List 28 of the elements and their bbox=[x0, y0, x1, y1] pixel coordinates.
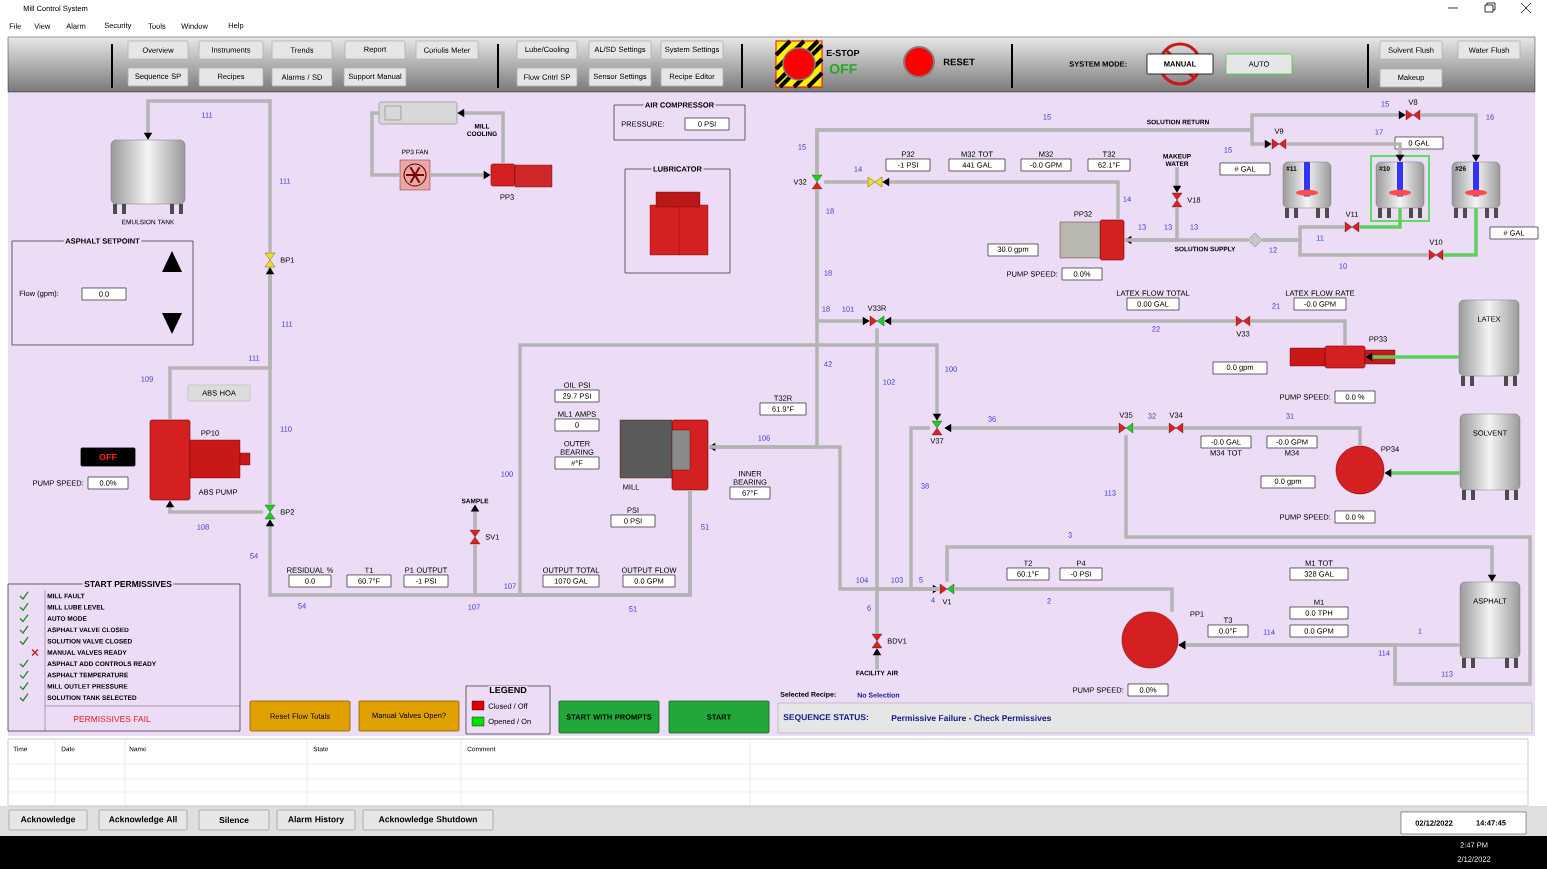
pipe bbox=[1443, 208, 1478, 257]
button: Acknowledge Shutdown bbox=[362, 809, 494, 831]
button: Silence bbox=[198, 809, 270, 831]
button: Acknowledge bbox=[8, 809, 88, 831]
pipe bbox=[1262, 238, 1429, 257]
button: Acknowledge All bbox=[98, 809, 188, 831]
pipe bbox=[708, 189, 819, 449]
pipe bbox=[1183, 426, 1362, 446]
button-label: RESET bbox=[943, 58, 975, 66]
valve bbox=[867, 176, 883, 188]
pipe bbox=[1124, 435, 1532, 686]
status-text: OFF bbox=[829, 64, 857, 74]
status-bar: SEQUENCE STATUS: Permissive Failure - Check Permissives bbox=[777, 702, 1533, 734]
pipe bbox=[1133, 426, 1169, 430]
pipe bbox=[518, 343, 942, 597]
button-label: E-STOP bbox=[826, 49, 860, 57]
pipe bbox=[268, 267, 272, 505]
pipe bbox=[945, 545, 1497, 582]
pipe bbox=[1359, 208, 1402, 229]
pipe bbox=[954, 587, 1174, 612]
pipe bbox=[1124, 207, 1179, 242]
strainer bbox=[1247, 232, 1263, 248]
legend-title: LEGEND bbox=[488, 685, 528, 695]
pipe bbox=[370, 111, 400, 177]
status-indicator: OFF bbox=[80, 447, 136, 467]
pipe bbox=[1250, 319, 1347, 346]
pipe bbox=[824, 180, 868, 184]
button: Alarm History bbox=[276, 809, 356, 831]
